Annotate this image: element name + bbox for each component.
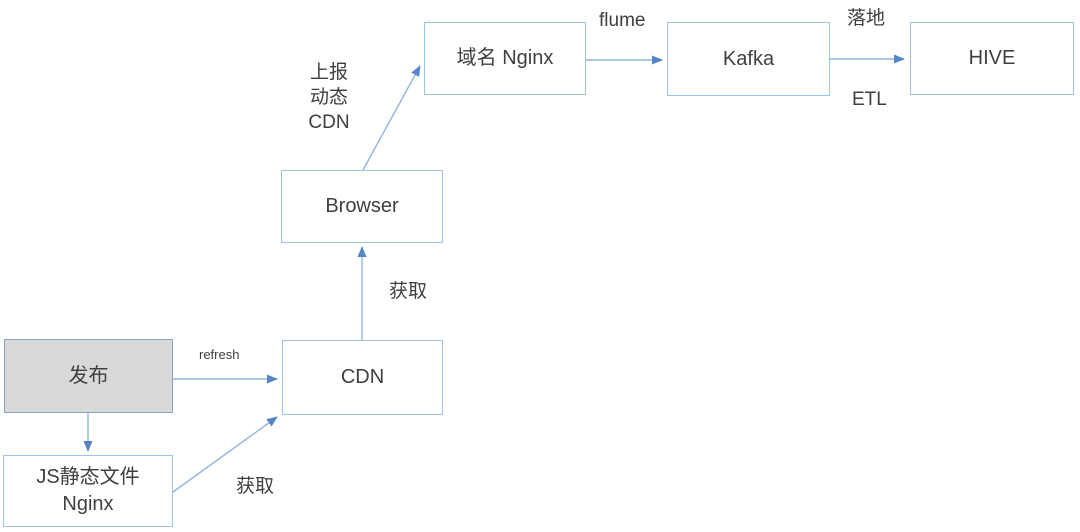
node-kafka-label: Kafka xyxy=(722,47,775,70)
edge-label-refresh: refresh xyxy=(199,347,240,362)
edge-label-etl: ETL xyxy=(852,89,887,110)
node-js-static-nginx-label: JS静态文件 Nginx xyxy=(36,466,140,515)
node-publish: 发布 xyxy=(4,339,173,413)
node-hive: HIVE xyxy=(910,22,1074,95)
node-browser-label: Browser xyxy=(325,195,399,217)
edge-label-flume: flume xyxy=(599,10,646,31)
edge-label-fetch-cdn-to-browser: 获取 xyxy=(389,281,428,302)
edge-label-landing: 落地 xyxy=(847,8,886,29)
node-domain-nginx: 域名 Nginx xyxy=(424,22,586,95)
edge-label-fetch-js-to-cdn: 获取 xyxy=(236,476,275,497)
arrow-browser-to-domain-nginx xyxy=(362,65,421,171)
node-publish-label: 发布 xyxy=(68,364,109,387)
node-js-static-nginx: JS静态文件 Nginx xyxy=(3,455,173,527)
node-kafka: Kafka xyxy=(667,22,830,96)
node-cdn-label: CDN xyxy=(340,366,385,388)
edge-label-report-dynamic-cdn: 上报 动态 CDN xyxy=(308,62,350,133)
node-browser: Browser xyxy=(281,170,443,243)
node-domain-nginx-label: 域名 Nginx xyxy=(456,47,554,69)
node-hive-label: HIVE xyxy=(968,47,1016,69)
node-cdn: CDN xyxy=(282,340,443,415)
